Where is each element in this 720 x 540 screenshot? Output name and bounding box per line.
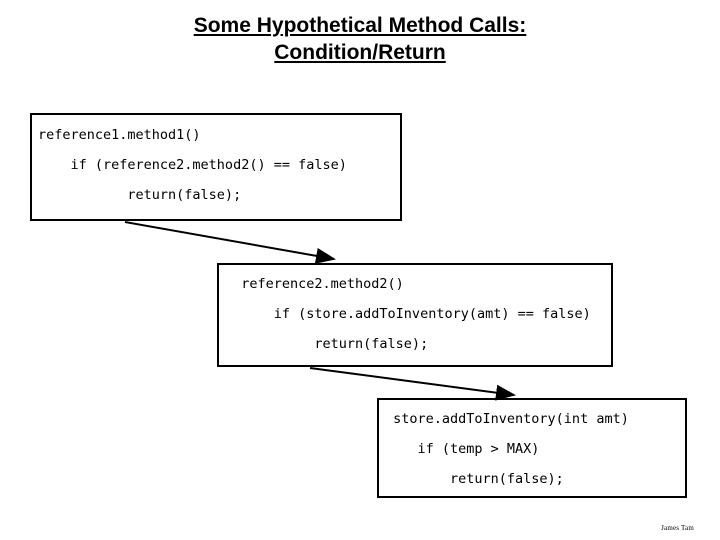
page-title-line-2: Condition/Return — [274, 41, 446, 64]
arrow-box2-to-box3 — [309, 367, 516, 401]
box-method1: reference1.method1() if (reference2.meth… — [30, 113, 402, 221]
code-line: return(false); — [225, 336, 429, 352]
code-line: store.addToInventory(int amt) — [385, 411, 629, 427]
code-line: reference1.method1() — [38, 127, 201, 143]
code-line: if (reference2.method2() == false) — [38, 157, 347, 173]
code-line: if (temp > MAX) — [385, 441, 540, 457]
box-method2: reference2.method2() if (store.addToInve… — [217, 263, 613, 367]
code-line: return(false); — [385, 471, 564, 487]
code-line: reference2.method2() — [225, 276, 404, 292]
page-title: Some Hypothetical Method Calls: Conditio… — [0, 12, 720, 66]
code-line: return(false); — [38, 187, 242, 203]
arrow-box1-to-box2 — [124, 221, 336, 264]
box-addtoinventory: store.addToInventory(int amt) if (temp >… — [377, 398, 687, 498]
page-title-line-1: Some Hypothetical Method Calls: — [193, 14, 527, 37]
author-credit: James Tam — [661, 524, 694, 532]
code-line: if (store.addToInventory(amt) == false) — [225, 306, 591, 322]
